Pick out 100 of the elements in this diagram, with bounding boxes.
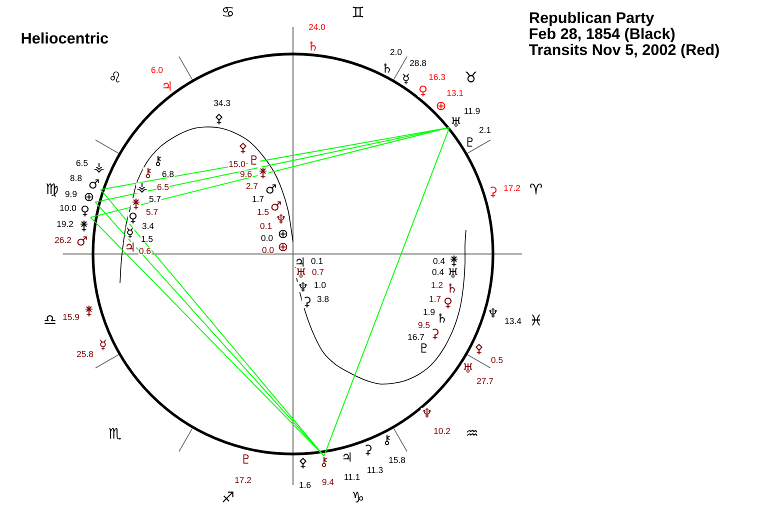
zodiac-symbol: ♐	[220, 491, 236, 503]
aspect-line	[324, 127, 450, 456]
degree-value: 8.8	[70, 174, 82, 182]
planet-symbol: ⚴	[214, 113, 224, 125]
degree-value: 15.8	[388, 456, 406, 464]
degree-value: 6.8	[161, 170, 175, 178]
degree-value: 0.0	[261, 246, 275, 254]
degree-value: 6.0	[150, 66, 164, 74]
title: Republican Party	[530, 12, 654, 26]
degree-value: 6.5	[156, 183, 170, 191]
degree-value: 26.2	[54, 236, 72, 244]
degree-value: 5.7	[148, 195, 162, 203]
planet-symbol: ♂	[76, 236, 88, 246]
degree-value: 11.1	[343, 474, 361, 481]
degree-value: 28.8	[409, 59, 427, 67]
degree-value: 13.4	[504, 317, 522, 325]
planet-symbol: ⚳	[488, 186, 498, 198]
degree-value: 10.2	[433, 427, 451, 435]
planet-symbol: ♂	[264, 184, 278, 194]
planet-symbol: ♀	[81, 206, 89, 216]
degree-value: 9.9	[65, 190, 77, 198]
degree-value: 27.7	[476, 377, 494, 385]
subtitle: Feb 28, 1854 (Black)	[528, 27, 676, 43]
zodiac-symbol: ♏	[108, 427, 122, 441]
degree-value: 3.8	[316, 295, 330, 303]
degree-value: 1.5	[256, 208, 270, 216]
planet-symbol: ☿	[98, 339, 108, 351]
planet-symbol: ♀	[442, 297, 454, 309]
planet-symbol: ⚷	[152, 155, 164, 167]
degree-value: 5.7	[145, 208, 159, 216]
degree-value: 2.1	[478, 126, 492, 134]
degree-value: 3.4	[141, 222, 155, 230]
subtitle: Transits Nov 5, 2002 (Red)	[528, 43, 720, 59]
degree-value: 17.2	[503, 184, 521, 192]
zodiac-symbol: ♌	[108, 71, 122, 83]
planet-symbol: ♂	[270, 200, 282, 212]
planet-symbol: ⚴	[238, 142, 248, 154]
planet-symbol: ⚵	[78, 220, 90, 232]
planet-symbol: ⚳	[430, 328, 440, 340]
degree-value: 11.9	[464, 108, 480, 114]
degree-value: 1.6	[298, 481, 312, 489]
degree-value: 0.7	[311, 268, 325, 276]
planet-symbol: ⊕	[84, 192, 94, 202]
planet-symbol: ♇	[240, 454, 252, 464]
planet-symbol: ⚳	[362, 444, 374, 456]
degree-value: 17.2	[234, 476, 252, 484]
degree-value: 1.5	[140, 235, 154, 243]
planet-symbol: ♅	[452, 117, 460, 127]
zodiac-symbol: ♋	[220, 6, 236, 18]
planet-symbol: ♂	[89, 179, 99, 189]
planet-symbol: ♃	[340, 452, 354, 462]
degree-value: 1.2	[430, 281, 444, 289]
degree-value: 1.0	[313, 281, 327, 289]
planet-symbol: ⚷	[322, 456, 327, 468]
degree-value: 15.9	[62, 313, 80, 321]
degree-value: 0.4	[431, 268, 445, 276]
zodiac-symbol: ♍	[44, 182, 60, 198]
degree-value: 0.1	[259, 222, 273, 230]
zodiac-symbol: ♒	[464, 429, 480, 439]
planet-symbol: ⊕	[277, 242, 289, 252]
degree-value: 1.9	[422, 308, 436, 316]
planet-symbol: ⊕	[277, 229, 289, 239]
planet-symbol: ♄	[436, 312, 448, 324]
degree-value: 0.5	[490, 356, 504, 364]
planet-symbol: ♇	[464, 136, 476, 148]
degree-value: 25.8	[76, 350, 94, 358]
planet-symbol: ⚵	[448, 255, 460, 267]
aspect-line	[90, 127, 450, 218]
degree-value: 16.3	[428, 73, 446, 81]
degree-value: 6.5	[75, 159, 89, 167]
zodiac-symbol: ♈	[528, 183, 544, 195]
degree-value: 16.7	[407, 333, 425, 341]
planet-symbol: ♄	[446, 282, 458, 294]
degree-value: 24.0	[308, 23, 326, 31]
chart-label: Heliocentric	[20, 32, 110, 44]
planet-symbol: ♆	[274, 214, 288, 224]
zodiac-symbol: ♎	[42, 314, 58, 326]
degree-value: 15.0	[228, 160, 246, 168]
zodiac-symbol: ♑	[350, 491, 366, 503]
planet-symbol: ♇	[418, 342, 430, 354]
degree-value: 1.7	[428, 296, 442, 303]
degree-value: 11.3	[366, 466, 384, 474]
degree-value: 13.1	[446, 89, 464, 97]
degree-value: 9.6	[239, 170, 253, 178]
degree-value: 2.7	[245, 182, 259, 190]
planet-symbol: ⚵	[84, 305, 94, 317]
planet-symbol: ♄	[306, 40, 320, 52]
planet-symbol: ⊕	[435, 101, 447, 111]
planet-symbol: ⚴	[298, 457, 308, 469]
degree-value: 34.3	[213, 99, 231, 107]
zodiac-symbol: ♓	[528, 314, 544, 326]
zodiac-symbol: ♊	[350, 6, 366, 18]
degree-value: 0.4	[432, 257, 446, 265]
planet-symbol: ⚴	[474, 343, 484, 355]
degree-value: 0.6	[138, 247, 152, 255]
planet-symbol: ⚶	[93, 162, 105, 174]
degree-value: 0.0	[260, 234, 274, 242]
degree-value: 1.7	[251, 196, 265, 203]
degree-value: 9.4	[322, 478, 334, 486]
zodiac-symbol: ♉	[464, 71, 478, 83]
